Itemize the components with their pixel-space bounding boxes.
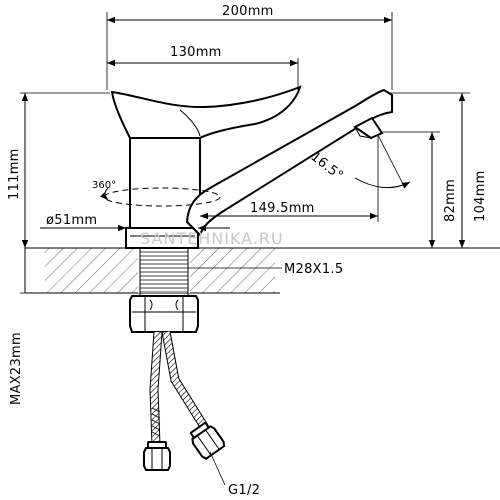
- threaded-stud: [139, 247, 189, 299]
- flexible-hose-left: [149, 331, 163, 446]
- dim-overall-length-label: 200mm: [222, 4, 274, 19]
- flexible-hose-right: [161, 331, 209, 431]
- lever-handle: [110, 85, 302, 139]
- rotation-label: 360°: [92, 180, 116, 191]
- dim-overall-length: 200mm: [106, 4, 393, 90]
- dim-outlet-angle-label: 16.5°: [308, 149, 346, 184]
- hose-fitting-left: [143, 441, 171, 471]
- dim-total-height-label: 111mm: [7, 148, 22, 200]
- dim-spout-reach-label: 149.5mm: [250, 201, 315, 216]
- dim-max-thickness: MAX23mm: [9, 248, 45, 405]
- dim-body-diameter-label: ø51mm: [46, 213, 97, 228]
- countertop: [25, 247, 500, 294]
- dim-spout-height-label: 104mm: [473, 170, 488, 222]
- watermark: SANTEHNIKA.RU: [140, 229, 284, 248]
- hose-connector-label: G1/2: [228, 483, 260, 498]
- dim-max-thickness-label: MAX23mm: [9, 332, 24, 405]
- hose-fitting-right: [189, 422, 226, 460]
- faucet-body: [125, 134, 201, 249]
- thread-label: M28X1.5: [284, 262, 343, 277]
- rotation-indicator: 360°: [92, 180, 221, 207]
- dim-spout-reach: 149.5mm: [200, 135, 379, 222]
- hose-connector-callout: G1/2: [209, 451, 260, 498]
- dim-handle-length: 130mm: [107, 45, 299, 90]
- dim-outlet-height: 82mm: [380, 131, 458, 248]
- dim-outlet-height-label: 82mm: [443, 179, 458, 222]
- dim-body-diameter: ø51mm: [40, 213, 230, 232]
- dim-total-height: 111mm: [7, 92, 110, 248]
- fixing-nut: [129, 295, 199, 333]
- thread-callout: M28X1.5: [188, 262, 343, 277]
- dim-spout-height: 104mm: [390, 92, 488, 248]
- dim-handle-length-label: 130mm: [170, 45, 222, 60]
